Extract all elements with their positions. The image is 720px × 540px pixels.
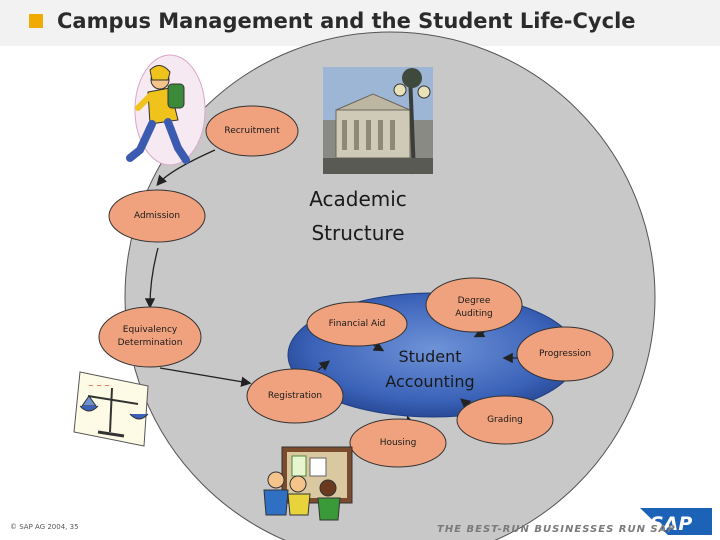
recruitment-label: Recruitment bbox=[224, 126, 280, 136]
recruitment-node bbox=[205, 105, 299, 157]
tagline-text: THE BEST-RUN BUSINESSES RUN SAP bbox=[437, 524, 676, 535]
scales-of-justice-illustration: ~ ~ ~ bbox=[73, 371, 149, 447]
student-walking-illustration bbox=[126, 54, 206, 166]
progression-node bbox=[516, 326, 614, 382]
housing-label: Housing bbox=[379, 438, 417, 448]
housing-node bbox=[349, 418, 447, 468]
degree-auditing-label-line2: Auditing bbox=[455, 309, 493, 319]
equivalency-label-line1: Equivalency bbox=[122, 325, 178, 335]
arrow-registration-center bbox=[317, 360, 331, 371]
sap-logo-text: SAP bbox=[650, 513, 692, 535]
equivalency-label-line2: Determination bbox=[117, 338, 183, 348]
academic-structure-label-line2: Structure bbox=[311, 221, 405, 245]
arrow-recruitment-admission bbox=[156, 149, 216, 186]
campus-building-photo bbox=[323, 67, 433, 175]
progression-label: Progression bbox=[538, 349, 592, 359]
arrow-admission-equivalency bbox=[144, 247, 159, 309]
financial-aid-node bbox=[306, 301, 408, 347]
copyright-text: © SAP AG 2004, 35 bbox=[10, 523, 79, 531]
student-accounting-label-line1: Student bbox=[398, 347, 462, 366]
registration-node bbox=[246, 368, 344, 424]
degree-auditing-label-line1: Degree bbox=[457, 296, 491, 306]
title-marker bbox=[29, 14, 43, 28]
students-at-board-illustration bbox=[263, 446, 353, 521]
grading-label: Grading bbox=[487, 415, 523, 425]
slide-title: Campus Management and the Student Life-C… bbox=[57, 9, 636, 33]
admission-node bbox=[108, 189, 206, 243]
degree-auditing-node bbox=[425, 277, 523, 333]
svg-text:~ ~ ~: ~ ~ ~ bbox=[88, 382, 110, 390]
financial-aid-label: Financial Aid bbox=[328, 319, 386, 329]
student-accounting-label-line2: Accounting bbox=[385, 372, 475, 391]
admission-label: Admission bbox=[133, 211, 181, 221]
registration-label: Registration bbox=[267, 391, 323, 401]
sap-logo: SAP bbox=[640, 508, 712, 535]
grading-node bbox=[456, 395, 554, 445]
academic-structure-label-line1: Academic bbox=[309, 187, 407, 211]
equivalency-node bbox=[98, 306, 202, 368]
arrow-equivalency-registration bbox=[159, 367, 252, 387]
